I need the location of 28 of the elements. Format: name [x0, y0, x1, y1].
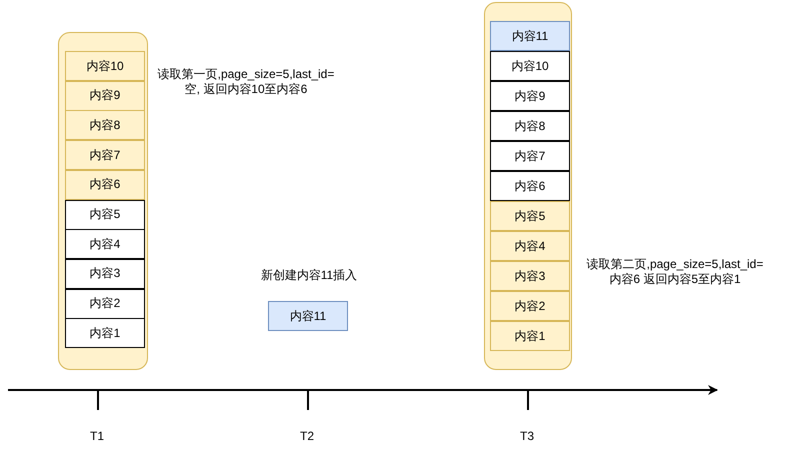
content-box: 内容7: [490, 141, 570, 171]
content-box: 内容11: [490, 21, 570, 51]
content-box: 内容10: [490, 51, 570, 81]
content-box: 内容8: [65, 110, 145, 140]
box-text: 内容11: [290, 308, 326, 324]
content-box: 内容7: [65, 140, 145, 170]
content-box: 内容9: [490, 81, 570, 111]
content-box: 内容9: [65, 80, 145, 111]
annotation-text: 读取第一页,page_size=5,last_id=空, 返回内容10至内容6: [156, 67, 336, 97]
annotation-text: 读取第二页,page_size=5,last_id=内容6 返回内容5至内容1: [586, 257, 764, 287]
content-box: 内容6: [65, 170, 145, 200]
annotation-text: 新创建内容11插入: [260, 268, 358, 283]
content-box: 内容1: [490, 321, 570, 351]
time-label: T3: [520, 429, 534, 443]
content-box: 内容10: [65, 51, 145, 81]
content-box: 内容3: [490, 261, 570, 291]
time-label: T1: [90, 429, 104, 443]
content-box: 内容6: [490, 171, 570, 201]
content-box: 内容5: [65, 200, 145, 230]
content-box: 内容8: [490, 111, 570, 141]
content-box: 内容1: [65, 318, 145, 348]
content-box: 内容4: [65, 229, 145, 260]
content-box: 内容4: [490, 231, 570, 261]
time-label: T2: [300, 429, 314, 443]
content-box: 内容2: [65, 288, 145, 319]
content-box: 内容2: [490, 291, 570, 321]
content-box: 内容5: [490, 201, 570, 231]
content-box: 内容3: [65, 258, 145, 289]
